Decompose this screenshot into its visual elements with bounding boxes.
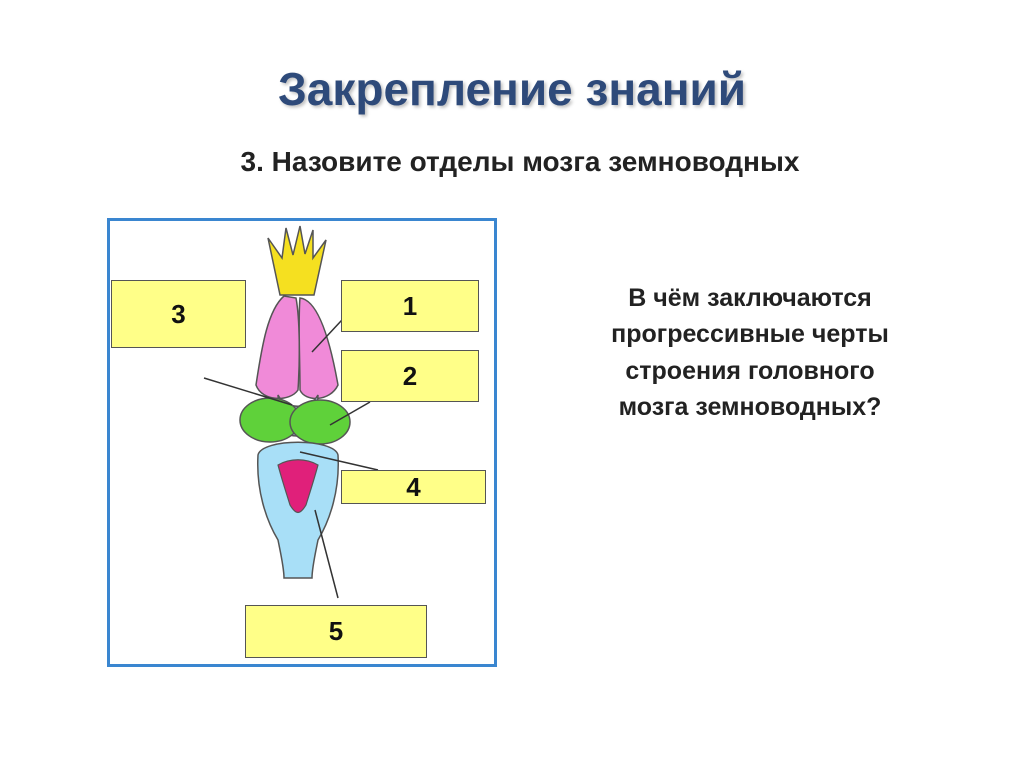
discussion-question: В чём заключаются прогрессивные черты ст… — [611, 284, 889, 421]
label-box-4[interactable]: 4 — [341, 470, 486, 504]
label-box-3[interactable]: 3 — [111, 280, 246, 348]
slide-title: Закрепление знаний — [277, 63, 747, 115]
label-box-5[interactable]: 5 — [245, 605, 427, 658]
task-heading: 3. Назовите отделы мозга земноводных — [240, 146, 800, 177]
label-box-1[interactable]: 1 — [341, 280, 479, 332]
label-box-2[interactable]: 2 — [341, 350, 479, 402]
